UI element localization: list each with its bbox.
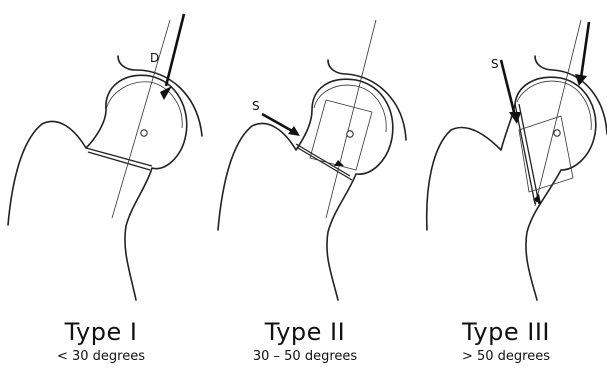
panel-type-3: S Type III > 50 degrees <box>405 0 607 377</box>
neck-axis-line <box>535 20 581 206</box>
type-1-angle: < 30 degrees <box>0 348 202 366</box>
force-label: S <box>252 99 260 113</box>
fracture-line <box>86 148 152 166</box>
type-2-title: Type II <box>204 318 406 346</box>
femur-outline <box>8 75 187 300</box>
head-center-marker <box>554 130 560 136</box>
force-label: D <box>150 51 159 65</box>
type-3-femur-diagram: S <box>405 0 607 300</box>
type-3-title: Type III <box>405 318 607 346</box>
shear-arrow-head <box>334 160 344 166</box>
femur-outline <box>218 79 393 300</box>
type-3-caption: Type III > 50 degrees <box>405 318 607 366</box>
type-2-caption: Type II 30 – 50 degrees <box>204 318 406 366</box>
type-2-angle: 30 – 50 degrees <box>204 348 406 366</box>
force-resolution-box <box>519 116 573 192</box>
acetabulum-outline <box>328 60 406 140</box>
type-2-femur-diagram: S <box>204 0 406 300</box>
head-center-marker <box>141 130 147 136</box>
panel-type-2: S Type II 30 – 50 degrees <box>204 0 406 377</box>
fracture-line <box>296 144 350 176</box>
type-1-femur-diagram: D <box>0 0 202 300</box>
fracture-line-2 <box>298 148 352 180</box>
acetabulum-outline <box>118 56 202 136</box>
type-1-title: Type I <box>0 318 202 346</box>
force-arrow-shaft <box>501 60 515 116</box>
panel-type-1: D Type I < 30 degrees <box>0 0 202 377</box>
type-1-caption: Type I < 30 degrees <box>0 318 202 366</box>
fracture-line-2 <box>519 104 539 204</box>
force-arrow-2-shaft <box>581 22 589 78</box>
femoral-head-arc <box>314 85 386 132</box>
fracture-line-2 <box>88 152 150 170</box>
force-label: S <box>491 57 499 71</box>
femoral-head-arc <box>106 82 182 128</box>
femur-outline <box>427 77 596 300</box>
neck-axis-line <box>326 20 376 218</box>
type-3-angle: > 50 degrees <box>405 348 607 366</box>
neck-axis-line <box>112 20 170 218</box>
head-center-marker <box>347 131 353 137</box>
